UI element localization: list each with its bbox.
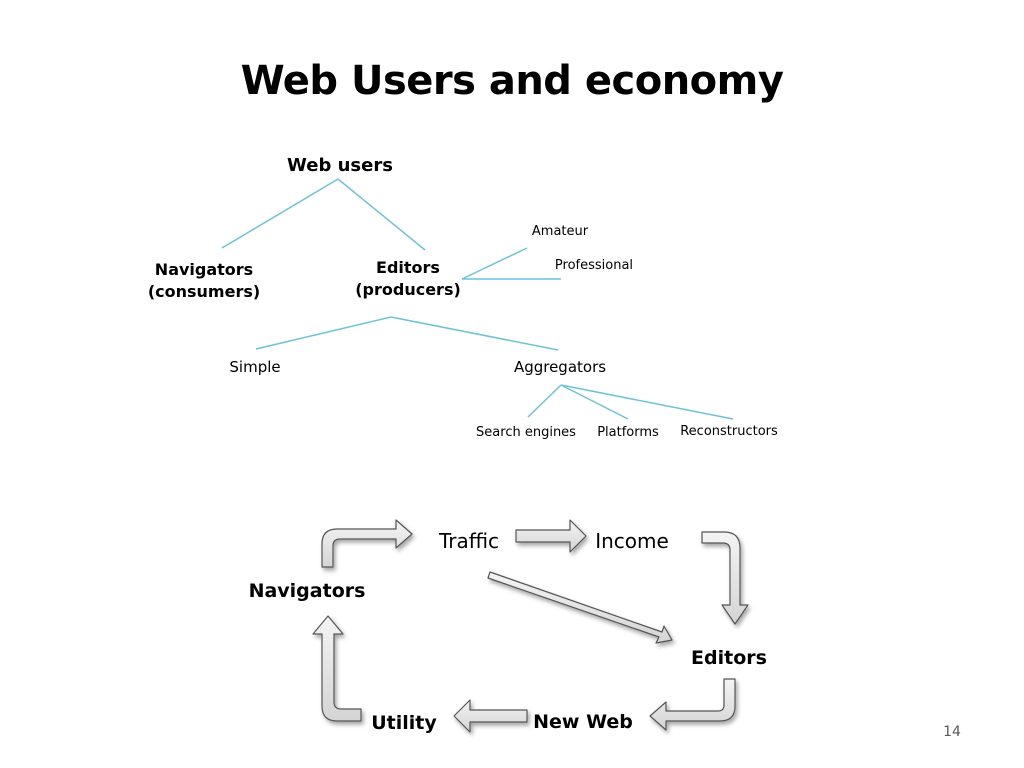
connector-editors-simple	[255, 316, 392, 350]
cycle-node-traffic: Traffic	[438, 529, 499, 553]
tree-node-professional: Professional	[555, 258, 633, 273]
arrow-income-to-editors-icon	[701, 531, 749, 625]
tree-node-web-users: Web users	[287, 155, 393, 176]
connector-aggregators-platforms	[560, 384, 629, 420]
slide-title: Web Users and economy	[240, 58, 784, 104]
arrow-navigators-to-traffic-icon	[321, 519, 413, 568]
tree-node-producers: (producers)	[355, 280, 461, 299]
tree-connectors	[221, 178, 734, 420]
cycle-node-editors: Editors	[691, 647, 767, 669]
connector-aggregators-search	[527, 384, 562, 418]
tree-node-consumers: (consumers)	[148, 282, 260, 301]
connector-aggregators-reconstructors	[560, 384, 734, 420]
page-number: 14	[943, 724, 961, 740]
cycle-node-utility: Utility	[371, 712, 437, 734]
tree-node-reconstructors: Reconstructors	[680, 424, 778, 439]
tree-node-amateur: Amateur	[532, 224, 589, 239]
cycle-arrows	[312, 519, 749, 733]
tree-node-simple: Simple	[229, 358, 280, 376]
arrow-new-web-to-utility-icon	[453, 699, 528, 733]
cycle-node-navigators: Navigators	[249, 580, 366, 602]
tree-node-search-engines: Search engines	[476, 425, 576, 440]
tree-node-aggregators: Aggregators	[514, 358, 606, 376]
cycle-node-income: Income	[595, 529, 669, 553]
connector-editors-amateur	[461, 247, 528, 280]
tree-node-navigators: Navigators	[155, 260, 253, 279]
connector-editors-aggregators	[390, 316, 559, 351]
arrow-utility-to-navigators-icon	[312, 615, 362, 722]
tree-node-editors: Editors	[376, 258, 440, 277]
arrow-traffic-to-income-icon	[515, 519, 587, 553]
tree-node-platforms: Platforms	[597, 425, 659, 440]
arrow-editors-to-new-web-icon	[649, 678, 736, 731]
connector-root-navigators	[221, 178, 339, 249]
cycle-node-new-web: New Web	[533, 711, 633, 733]
connector-root-editors	[337, 178, 426, 251]
arrow-traffic-to-editors-icon	[487, 571, 673, 644]
